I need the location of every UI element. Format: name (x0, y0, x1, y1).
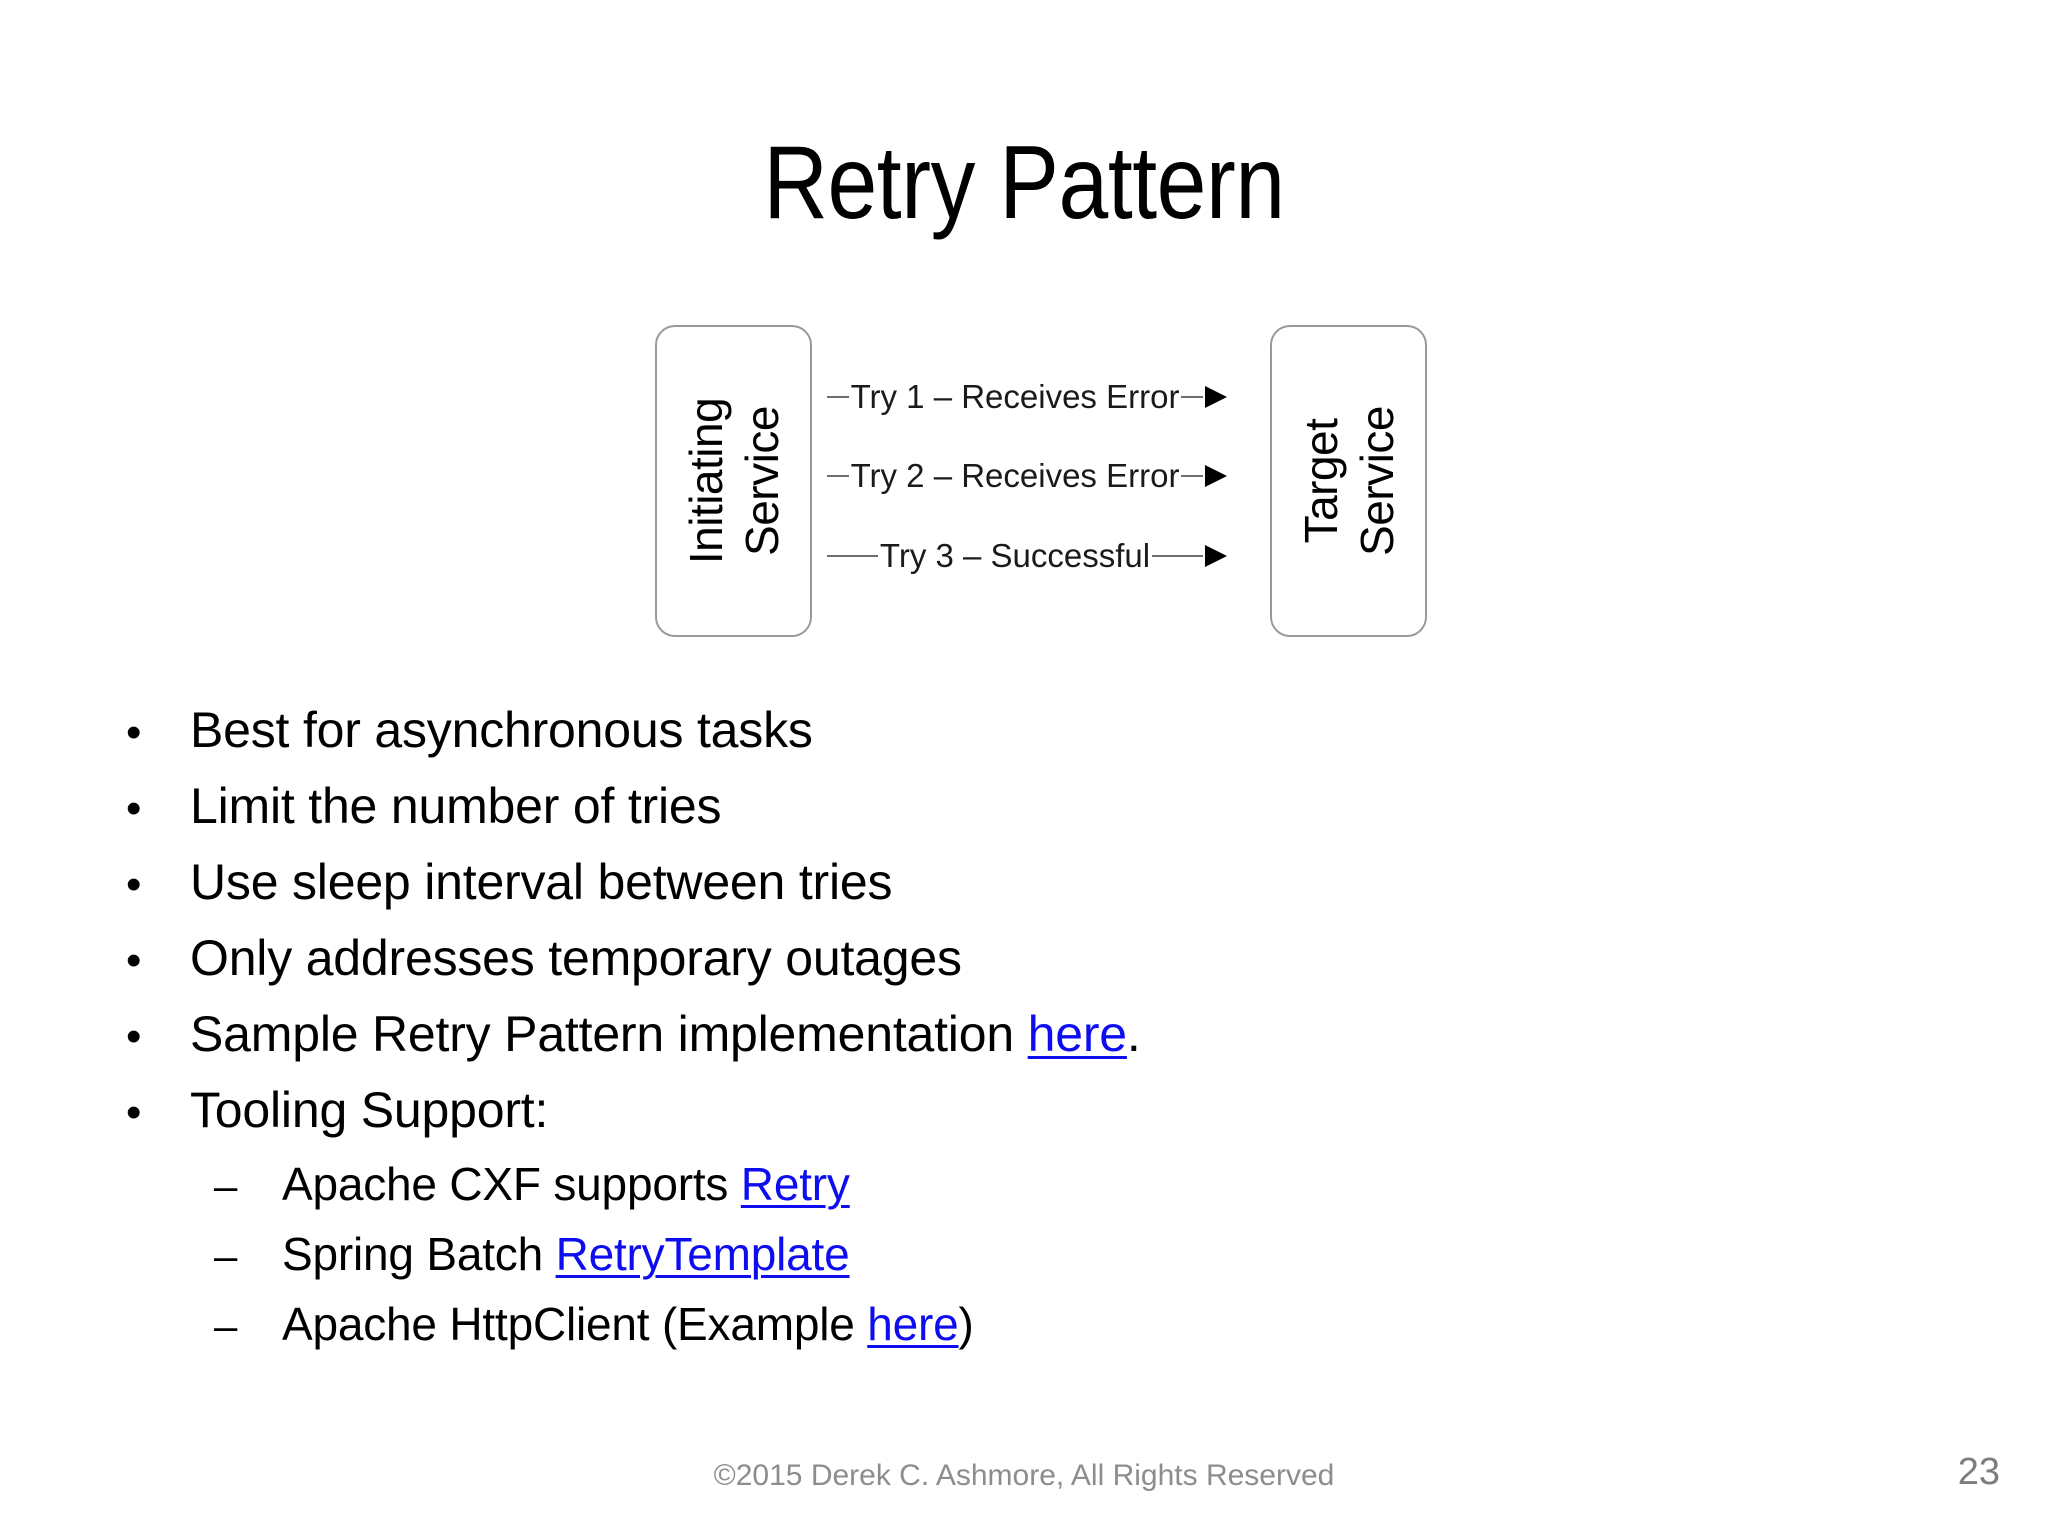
bullet-icon: • (126, 860, 142, 909)
page-number: 23 (1957, 1451, 2000, 1493)
arrow-label-try-1: Try 1 – Receives Error (850, 378, 1180, 415)
list-item-text-prefix: Sample Retry Pattern implementation (190, 1006, 1028, 1062)
dash-icon: – (214, 1302, 238, 1349)
sub-list-item-text: Spring Batch RetryTemplate (282, 1226, 850, 1282)
arrow-line-left (827, 475, 849, 477)
arrow-label-try-3: Try 3 – Successful (879, 537, 1151, 574)
dash-icon: – (214, 1162, 238, 1209)
httpclient-example-link[interactable]: here (867, 1298, 959, 1350)
target-service-label-line1: Target (1294, 418, 1347, 544)
initiating-service-label: Initiating Service (678, 398, 790, 564)
bullet-icon: • (126, 1012, 142, 1061)
arrow-right-icon (1203, 386, 1228, 408)
bullet-icon: • (126, 784, 142, 833)
list-item-text: Best for asynchronous tasks (190, 702, 813, 758)
sub-list-item-text-suffix: ) (958, 1298, 974, 1350)
sub-list-item-text-prefix: Apache CXF supports (282, 1158, 741, 1210)
list-item-text: Only addresses temporary outages (190, 930, 962, 986)
target-service-label-line2: Service (1350, 406, 1403, 556)
list-item-text: Sample Retry Pattern implementation here… (190, 1004, 1141, 1064)
list-item: • Use sleep interval between tries (118, 852, 1618, 928)
page-title: Retry Pattern (763, 125, 1285, 241)
cxf-retry-link[interactable]: Retry (740, 1158, 850, 1210)
list-item-text: Tooling Support: (190, 1082, 549, 1138)
arrow-right-icon (1203, 545, 1227, 567)
arrow-right-icon (1203, 465, 1228, 487)
initiating-service-box: Initiating Service (655, 325, 812, 637)
target-service-box: Target Service (1270, 325, 1427, 637)
bullet-icon: • (126, 1088, 142, 1137)
bullet-icon: • (126, 936, 142, 985)
list-item: • Only addresses temporary outages (118, 928, 1618, 1004)
arrow-line-right (1152, 555, 1203, 557)
bullet-icon: • (126, 708, 142, 757)
initiating-service-label-line2: Service (735, 406, 788, 556)
list-item: • Sample Retry Pattern implementation he… (118, 1004, 1618, 1080)
list-item: • Limit the number of tries (118, 776, 1618, 852)
sub-list-item-text-prefix: Spring Batch (282, 1228, 556, 1280)
target-service-label: Target Service (1293, 406, 1405, 556)
arrow-try-3: Try 3 – Successful (827, 533, 1227, 579)
arrow-line-right (1181, 475, 1204, 477)
arrow-line-right (1181, 396, 1204, 398)
list-item-text-suffix: . (1126, 1006, 1141, 1062)
sub-list-item-text: Apache HttpClient (Example here) (282, 1296, 974, 1352)
sub-list-item-text-prefix: Apache HttpClient (Example (282, 1298, 868, 1350)
sub-list-item: – Apache CXF supports Retry (118, 1156, 1618, 1226)
arrow-try-2: Try 2 – Receives Error (827, 453, 1228, 499)
arrow-line-left (827, 555, 878, 557)
sample-implementation-link[interactable]: here (1027, 1006, 1127, 1062)
arrow-line-left (827, 396, 849, 398)
list-item: • Tooling Support: (118, 1080, 1618, 1156)
initiating-service-label-line1: Initiating (679, 397, 732, 565)
sub-list-item-text: Apache CXF supports Retry (282, 1156, 850, 1212)
retry-template-link[interactable]: RetryTemplate (555, 1228, 850, 1280)
list-item-text: Use sleep interval between tries (190, 854, 893, 910)
list-item: • Best for asynchronous tasks (118, 700, 1618, 776)
bullet-list: • Best for asynchronous tasks • Limit th… (118, 700, 1618, 1366)
list-item-text: Limit the number of tries (190, 778, 722, 834)
arrow-try-1: Try 1 – Receives Error (827, 374, 1228, 420)
sub-list-item: – Spring Batch RetryTemplate (118, 1226, 1618, 1296)
retry-pattern-diagram: Initiating Service Try 1 – Receives Erro… (650, 320, 1440, 645)
sub-list-item: – Apache HttpClient (Example here) (118, 1296, 1618, 1366)
dash-icon: – (214, 1232, 238, 1279)
copyright-notice: ©2015 Derek C. Ashmore, All Rights Reser… (713, 1459, 1335, 1492)
arrow-label-try-2: Try 2 – Receives Error (850, 457, 1180, 494)
